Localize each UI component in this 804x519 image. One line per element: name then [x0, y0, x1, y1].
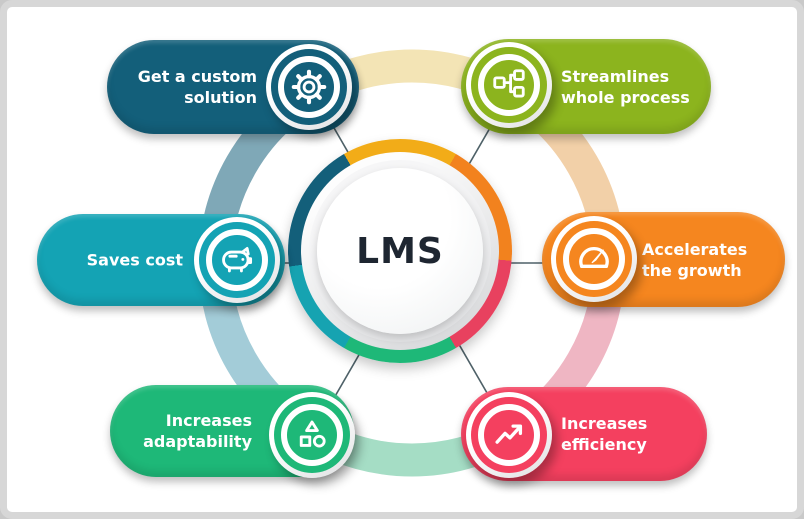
node-label: Accelerates the growth — [642, 239, 748, 280]
shapes-icon — [299, 420, 326, 448]
node-label: Increases efficiency — [561, 414, 648, 454]
node-accelerates-the-growth: Accelerates the growth — [542, 212, 785, 307]
node-label: Saves cost — [86, 250, 183, 270]
trend-up-icon — [495, 424, 523, 444]
icon-badge — [466, 392, 552, 478]
icon-badge — [194, 217, 280, 303]
gear-icon — [291, 69, 327, 105]
icon-badge — [551, 216, 637, 302]
speedometer-icon — [579, 247, 609, 268]
node-label: Increases adaptability — [143, 411, 252, 451]
icon-badge — [266, 44, 352, 130]
node-get-a-custom-solution: Get a custom solution — [107, 40, 359, 134]
node-increases-adaptability: Increases adaptability — [110, 385, 355, 478]
central-hub: LMS — [288, 139, 512, 363]
icon-badge — [466, 42, 552, 128]
flowchart-icon — [493, 69, 525, 98]
hub-title: LMS — [356, 230, 444, 272]
hub-core-circle: LMS — [317, 168, 483, 334]
icon-badge — [269, 392, 355, 478]
piggy-bank-icon — [222, 247, 253, 273]
node-label: Streamlines whole process — [561, 66, 690, 107]
node-saves-cost: Saves cost — [37, 214, 285, 306]
node-label: Get a custom solution — [137, 67, 257, 107]
node-streamlines-whole-process: Streamlines whole process — [461, 39, 711, 134]
node-increases-efficiency: Increases efficiency — [461, 387, 707, 481]
